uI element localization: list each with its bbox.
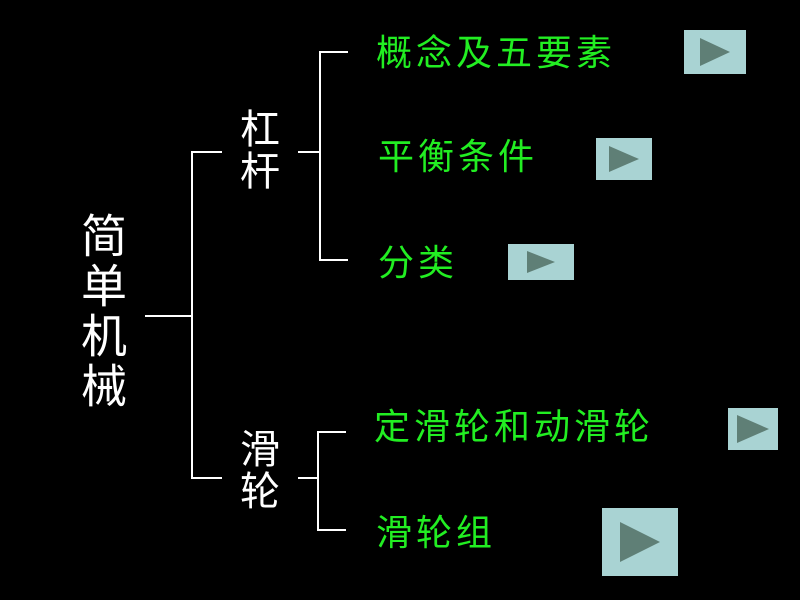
item-concept-five-elements: 概念及五要素 bbox=[376, 33, 617, 74]
play-triangle-icon bbox=[700, 38, 730, 66]
branch-lever-label: 杠杆 bbox=[233, 108, 279, 192]
item-balance-condition: 平衡条件 bbox=[378, 137, 539, 178]
play-button-balance[interactable] bbox=[596, 138, 652, 180]
item-classification: 分类 bbox=[378, 243, 459, 284]
branch-pulley-label: 滑轮 bbox=[233, 428, 279, 512]
item-fixed-and-movable-pulley: 定滑轮和动滑轮 bbox=[374, 407, 655, 448]
root-title: 简单机械 bbox=[74, 212, 128, 412]
play-button-pulley-block[interactable] bbox=[602, 508, 678, 576]
play-button-concept[interactable] bbox=[684, 30, 746, 74]
play-triangle-icon bbox=[609, 146, 639, 172]
play-triangle-icon bbox=[527, 251, 555, 273]
play-triangle-icon bbox=[737, 415, 769, 443]
item-pulley-block: 滑轮组 bbox=[376, 513, 497, 554]
play-triangle-icon bbox=[620, 522, 660, 562]
play-button-classification[interactable] bbox=[508, 244, 574, 280]
play-button-pulley[interactable] bbox=[728, 408, 778, 450]
